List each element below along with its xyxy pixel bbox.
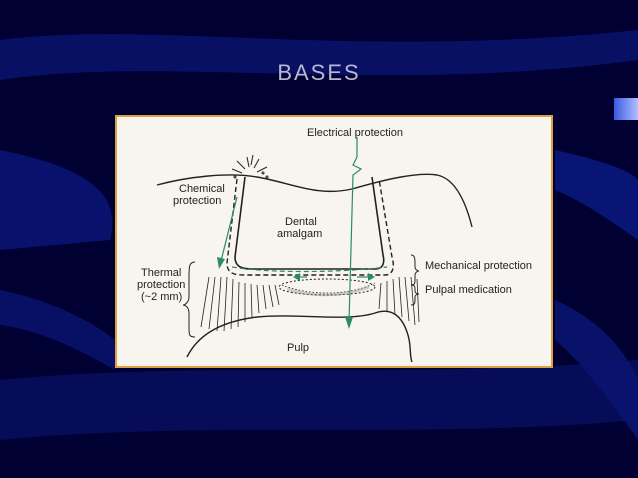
thermal-brace [182,261,196,338]
label-pulp: Pulp [287,342,310,354]
mechanical-brace [410,254,420,286]
diagram-figure: Electrical protection Chemical protectio… [115,115,553,368]
label-thermal-3: (~2 mm) [141,291,183,303]
electrical-arrow [348,137,363,323]
tooth-diagram [156,137,473,363]
label-chemical-1: Chemical [179,183,225,195]
label-dental-1: Dental [285,216,317,228]
pulpal-medication-area [278,278,376,296]
label-thermal-2: protection [137,279,186,291]
green-dashed-line [231,266,388,273]
slide-title: BASES [277,60,361,85]
chemical-arrow [220,196,238,262]
pulp-outline [186,310,413,363]
label-electrical-protection: Electrical protection [307,127,403,139]
nav-tab-icon[interactable] [614,98,638,120]
label-mechanical-protection: Mechanical protection [425,260,533,272]
label-pulpal-medication: Pulpal medication [425,284,512,296]
dentinal-tubules [200,276,420,332]
tooth-surface-line [156,173,473,228]
label-thermal-1: Thermal [141,267,182,279]
pulpal-brace [410,284,420,306]
base-dashed-line [226,178,394,276]
label-dental-2: amalgam [277,228,323,240]
cavity-outline [234,176,385,270]
label-chemical-2: protection [173,195,222,207]
chemical-burst-icon [231,154,269,179]
